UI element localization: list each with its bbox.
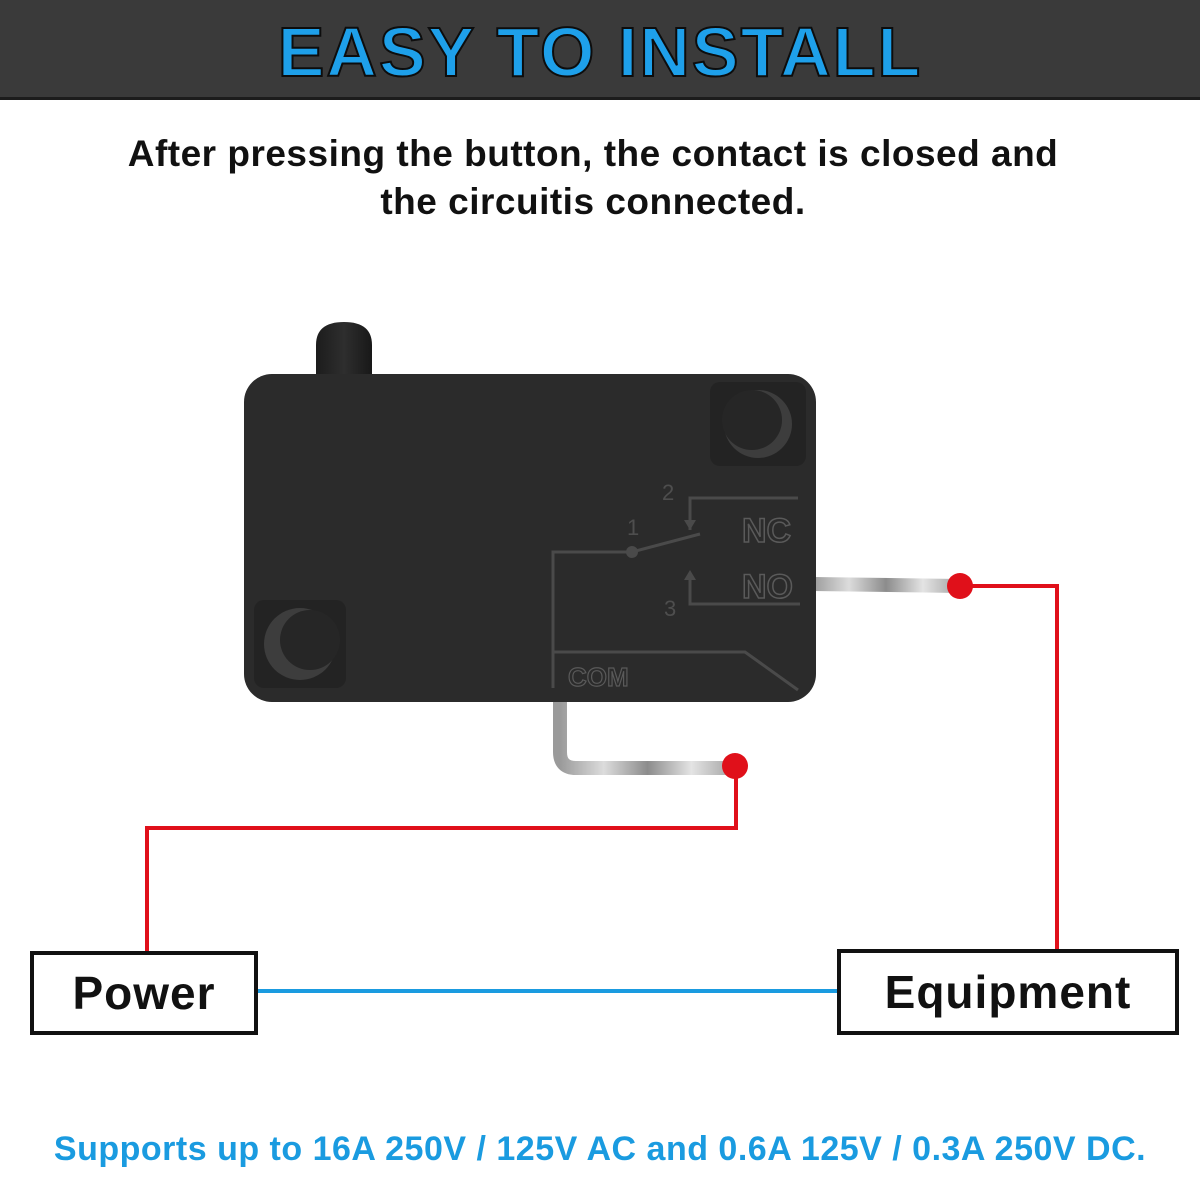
- switch-schematic: [551, 496, 800, 692]
- spec-footer: Supports up to 16A 250V / 125V AC and 0.…: [53, 1130, 1147, 1168]
- instruction-line-1: After pressing the button, the contact i…: [127, 133, 1059, 174]
- pin-3-label: 3: [664, 596, 676, 621]
- equipment-box: Equipment: [837, 949, 1179, 1035]
- instruction-line-2: the circuitis connected.: [380, 181, 806, 222]
- plunger-button: [316, 322, 372, 385]
- nc-label: NC: [742, 512, 791, 550]
- instruction-text: After pressing the button, the contact i…: [40, 130, 1146, 226]
- com-terminal: [553, 700, 735, 775]
- no-connection-dot: [947, 573, 973, 599]
- com-connection-dot: [722, 753, 748, 779]
- no-label: NO: [742, 568, 793, 606]
- pin-2-label: 2: [662, 480, 674, 505]
- equipment-label: Equipment: [884, 966, 1132, 1018]
- switch-body: [244, 374, 816, 702]
- pivot-point: [626, 546, 638, 558]
- power-box: Power: [30, 951, 258, 1035]
- no-terminal: [811, 577, 961, 593]
- mounting-hole-top-right: [710, 382, 806, 466]
- page-title: EASY TO INSTALL: [277, 12, 923, 92]
- nc-arrow-icon: [684, 520, 696, 530]
- header-bar: [0, 0, 1200, 100]
- power-label: Power: [72, 967, 216, 1019]
- mounting-hole-bottom-left: [254, 600, 346, 688]
- power-wire: [145, 768, 738, 952]
- equipment-wire: [960, 584, 1059, 952]
- com-label: COM: [568, 662, 629, 692]
- no-arrow-icon: [684, 570, 696, 580]
- pin-1-label: 1: [627, 515, 639, 540]
